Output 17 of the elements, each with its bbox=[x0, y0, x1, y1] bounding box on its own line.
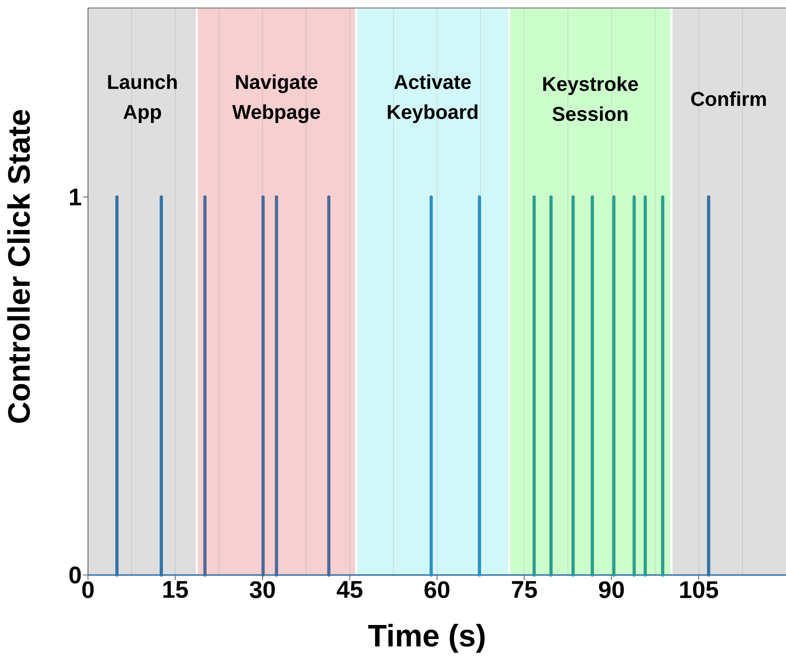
axis-title: Controller Click State bbox=[7, 110, 30, 423]
tick-label: 60 bbox=[424, 581, 450, 598]
axis-title: Time (s) bbox=[368, 624, 485, 653]
phase-label: Launch App bbox=[108, 74, 177, 124]
phase-label: Confirm bbox=[691, 91, 766, 106]
phase-label: Keystroke Session bbox=[543, 76, 638, 122]
tick-label: 45 bbox=[336, 581, 362, 598]
tick-label: 15 bbox=[163, 581, 188, 598]
tick-label: 105 bbox=[680, 581, 718, 598]
phase-label: Activate Keyboard bbox=[388, 74, 478, 124]
tick-label: 75 bbox=[512, 581, 537, 598]
tick-label: 30 bbox=[250, 581, 275, 598]
tick-label: 0 bbox=[69, 566, 81, 584]
tick-label: 90 bbox=[599, 581, 624, 598]
tick-label: 1 bbox=[70, 188, 82, 206]
phase-label: Navigate Webpage bbox=[232, 74, 320, 124]
tick-label: 0 bbox=[82, 581, 94, 598]
